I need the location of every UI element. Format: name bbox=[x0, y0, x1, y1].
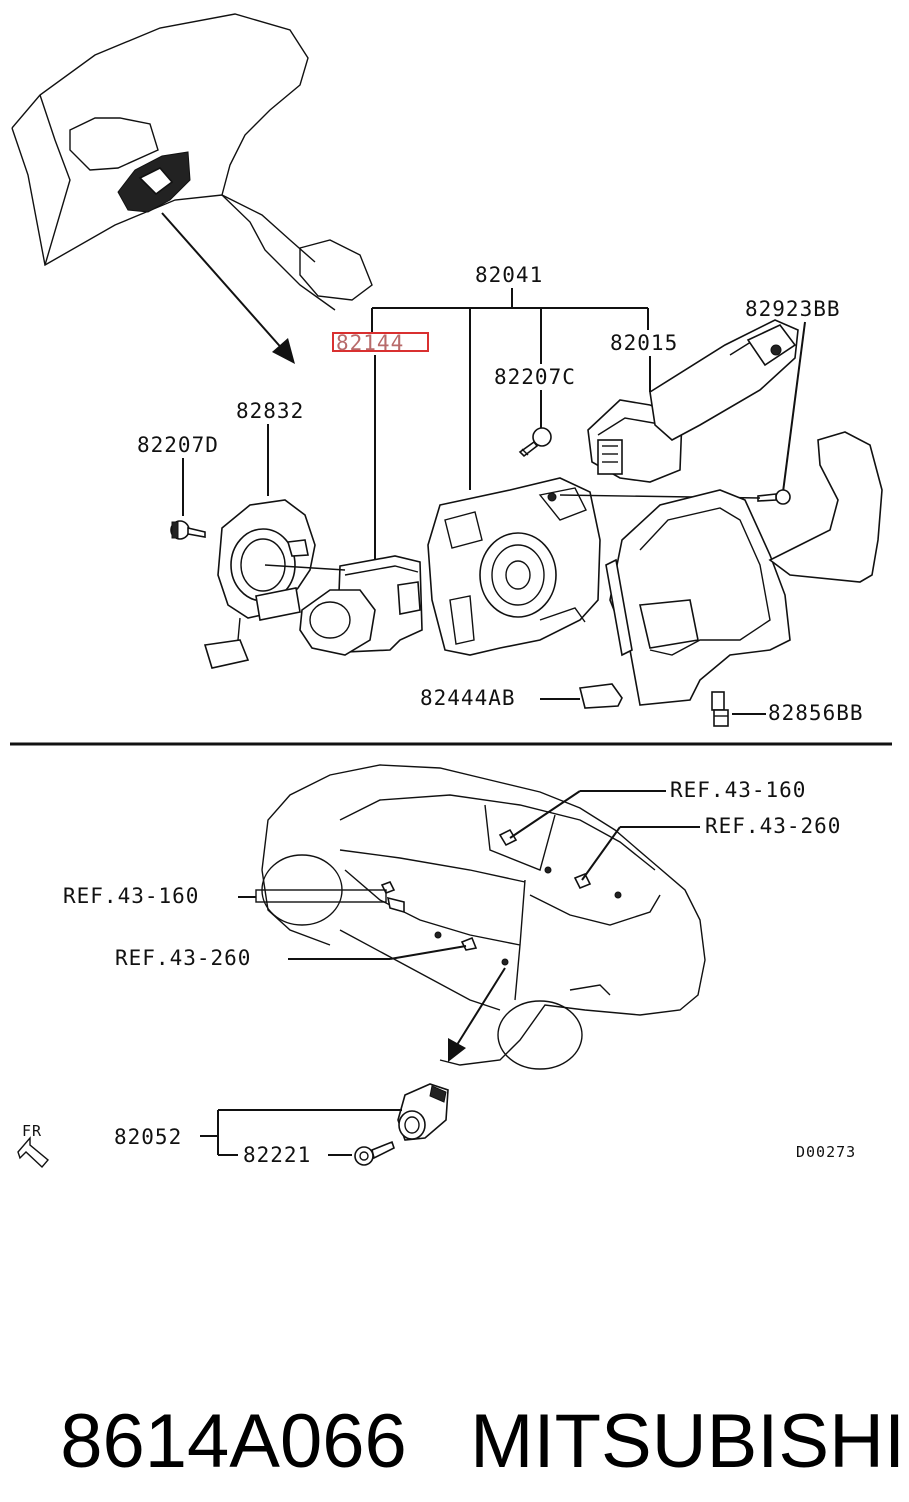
bolt-82856bb bbox=[711, 691, 729, 727]
diagram-code: D00273 bbox=[796, 1143, 856, 1161]
paddle-shifter bbox=[768, 431, 883, 583]
label-82207c: 82207C bbox=[494, 365, 576, 389]
clip-82444ab bbox=[579, 683, 623, 709]
column-switch-body bbox=[427, 477, 601, 656]
label-82041-leaders bbox=[371, 288, 649, 490]
leader-ref-top-1b bbox=[509, 790, 581, 839]
pointer-arrow-top bbox=[161, 212, 295, 364]
label-82052: 82052 bbox=[114, 1125, 182, 1149]
label-82832: 82832 bbox=[236, 399, 304, 423]
label-ref-43-260-top: REF.43-260 bbox=[705, 814, 841, 838]
screw-right bbox=[757, 489, 791, 505]
label-82015: 82015 bbox=[610, 331, 678, 355]
connector-line-1 bbox=[264, 564, 346, 571]
label-82221: 82221 bbox=[243, 1143, 311, 1167]
pointer-arrow-bottom bbox=[448, 967, 506, 1062]
screw-82207c bbox=[518, 427, 552, 458]
leader-82052 bbox=[200, 1109, 402, 1156]
sensor-small-icon-1 bbox=[498, 828, 518, 847]
label-82444ab: 82444AB bbox=[420, 686, 516, 710]
sensor-small-icon-4 bbox=[460, 936, 478, 951]
brand-name: MITSUBISHI bbox=[470, 1399, 906, 1484]
label-ref-43-260-left: REF.43-260 bbox=[115, 946, 251, 970]
clockspring-82832 bbox=[203, 499, 316, 669]
sensor-small-icon-2 bbox=[573, 872, 592, 890]
screw-82221 bbox=[354, 1140, 395, 1166]
label-82856bb: 82856BB bbox=[768, 701, 864, 725]
footer-caption: 8614A066 MITSUBISHI bbox=[18, 1262, 905, 1484]
label-82207d: 82207D bbox=[137, 433, 219, 457]
leader-ref-left-2b bbox=[389, 945, 467, 960]
label-ref-43-160-left: REF.43-160 bbox=[63, 884, 199, 908]
front-arrow-icon bbox=[17, 1136, 49, 1169]
footer-gap bbox=[407, 1382, 470, 1502]
highlight-box bbox=[332, 332, 429, 352]
leader-ref-left-1 bbox=[238, 889, 387, 903]
column-switch-small-icon bbox=[117, 151, 191, 213]
car-illustration bbox=[261, 764, 706, 1070]
parts-diagram: 82041 82144 82015 82207C 82923BB 82832 8… bbox=[10, 13, 892, 1169]
stalk-lever bbox=[649, 319, 799, 441]
sensor-small-icon-3 bbox=[380, 880, 405, 914]
sensor-82052 bbox=[397, 1083, 449, 1141]
leader-ref-top-2b bbox=[581, 826, 621, 881]
switch-housing-82144 bbox=[299, 555, 423, 656]
dashboard-illustration bbox=[11, 13, 373, 311]
label-82144: 82144 bbox=[336, 331, 404, 355]
screw-82207d bbox=[170, 520, 206, 540]
part-number: 8614A066 bbox=[60, 1399, 407, 1484]
label-82041: 82041 bbox=[475, 263, 543, 287]
label-ref-43-160-top: REF.43-160 bbox=[670, 778, 806, 802]
lower-bracket bbox=[605, 489, 791, 706]
leader-82923bb bbox=[782, 321, 806, 493]
label-fr: FR bbox=[22, 1122, 42, 1140]
label-82923bb: 82923BB bbox=[745, 297, 841, 321]
